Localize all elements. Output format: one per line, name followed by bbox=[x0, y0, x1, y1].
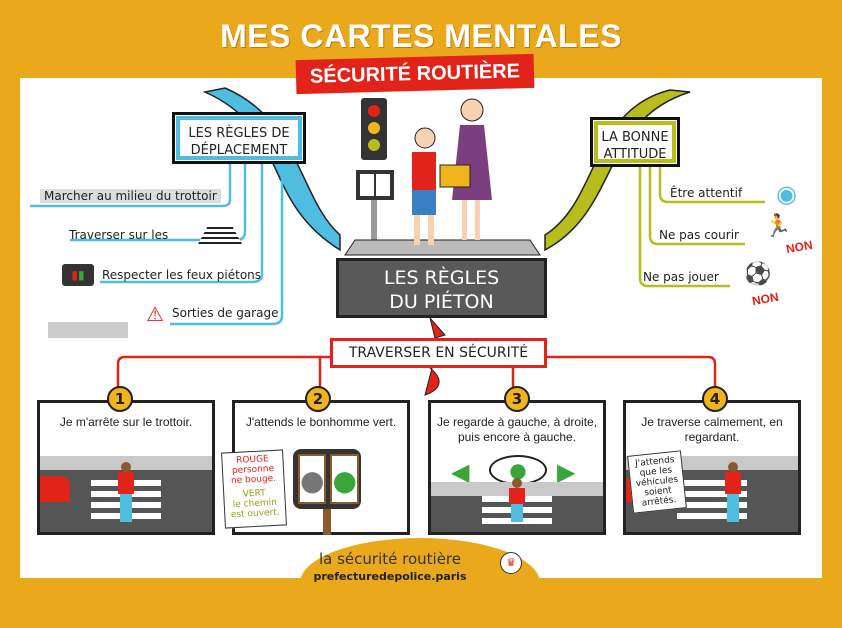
attitude-no-running: Ne pas courir bbox=[659, 228, 739, 242]
step-number-4: 4 bbox=[702, 386, 728, 412]
step-card-1: Je m'arrête sur le trottoir. bbox=[37, 400, 215, 535]
ball-icon: ⚽ bbox=[744, 262, 772, 287]
attitude-title-line1: LA BONNE bbox=[601, 130, 669, 145]
step-card-3: Je regarde à gauche, à droite, puis enco… bbox=[428, 400, 606, 535]
step-caption: Je m'arrête sur le trottoir. bbox=[59, 415, 193, 429]
crosswalk-icon bbox=[198, 224, 242, 244]
arrow-left-icon: ◀ bbox=[451, 458, 470, 486]
page-title: MES CARTES MENTALES bbox=[220, 18, 622, 54]
step-note: J'attends que les véhicules soient arrêt… bbox=[627, 450, 687, 514]
child-figure bbox=[724, 462, 741, 522]
central-topic-line2: DU PIÉTON bbox=[389, 291, 494, 313]
green-man-icon: ● bbox=[330, 454, 359, 504]
central-topic: LES RÈGLES DU PIÉTON bbox=[336, 258, 547, 318]
step-caption: Je regarde à gauche, à droite, puis enco… bbox=[436, 415, 598, 444]
arrow-right-icon: ▶ bbox=[557, 458, 576, 486]
child-figure bbox=[118, 462, 134, 522]
rule-crosswalk: Traverser sur les bbox=[69, 228, 169, 242]
garage-icon bbox=[48, 322, 128, 338]
mind-map-branches bbox=[30, 87, 765, 396]
step-number-2: 2 bbox=[305, 386, 331, 412]
rule-pedestrian-lights: Respecter les feux piétons bbox=[102, 268, 262, 282]
pedestrian-light-icon: ▮▮ bbox=[62, 264, 94, 286]
note-green-text: le chemin est ouvert. bbox=[230, 497, 280, 521]
step-number-1: 1 bbox=[107, 386, 133, 412]
step-card-2: J'attends le bonhomme vert. ROUGE person… bbox=[221, 400, 410, 535]
note-red-text: personne ne bouge. bbox=[230, 463, 277, 487]
attitude-branch-title: LA BONNE ATTITUDE bbox=[590, 117, 680, 167]
light-pole bbox=[323, 509, 331, 535]
step-caption: J'attends le bonhomme vert. bbox=[245, 415, 397, 429]
eye-icon: ◉ bbox=[776, 180, 797, 208]
car-icon bbox=[40, 476, 70, 502]
child-figure bbox=[509, 478, 525, 522]
rule-garage-exits: Sorties de garage bbox=[172, 306, 279, 320]
rule-note: ROUGE personne ne bouge. VERT le chemin … bbox=[221, 449, 287, 529]
rules-title-line2: DÉPLACEMENT bbox=[190, 143, 288, 158]
attitude-attentive: Être attentif bbox=[670, 186, 743, 200]
attitude-title-line2: ATTITUDE bbox=[603, 147, 667, 162]
footer-site: prefecturedepolice.paris bbox=[313, 570, 467, 583]
rules-branch-title: LES RÈGLES DE DÉPLACEMENT bbox=[172, 112, 306, 164]
running-child-icon: 🏃 bbox=[764, 214, 792, 239]
attitude-no-playing: Ne pas jouer bbox=[643, 270, 719, 284]
rules-title-line1: LES RÈGLES DE bbox=[188, 126, 290, 141]
footer-brand: la sécurité routière bbox=[318, 550, 461, 568]
red-man-icon: ● bbox=[298, 454, 327, 504]
crossing-branch-title: TRAVERSER EN SÉCURITÉ bbox=[330, 338, 547, 368]
pedestrian-light: ● ● bbox=[293, 449, 361, 509]
step-caption: Je traverse calmement, en regardant. bbox=[641, 415, 783, 444]
step-card-4: Je traverse calmement, en regardant. J'a… bbox=[623, 400, 801, 535]
central-topic-line1: LES RÈGLES bbox=[383, 267, 500, 289]
police-logo-icon: ♛ bbox=[500, 552, 522, 574]
rule-sidewalk: Marcher au milieu du trottoir bbox=[40, 189, 221, 203]
warning-icon: ⚠ bbox=[146, 302, 164, 326]
step-number-3: 3 bbox=[504, 386, 530, 412]
